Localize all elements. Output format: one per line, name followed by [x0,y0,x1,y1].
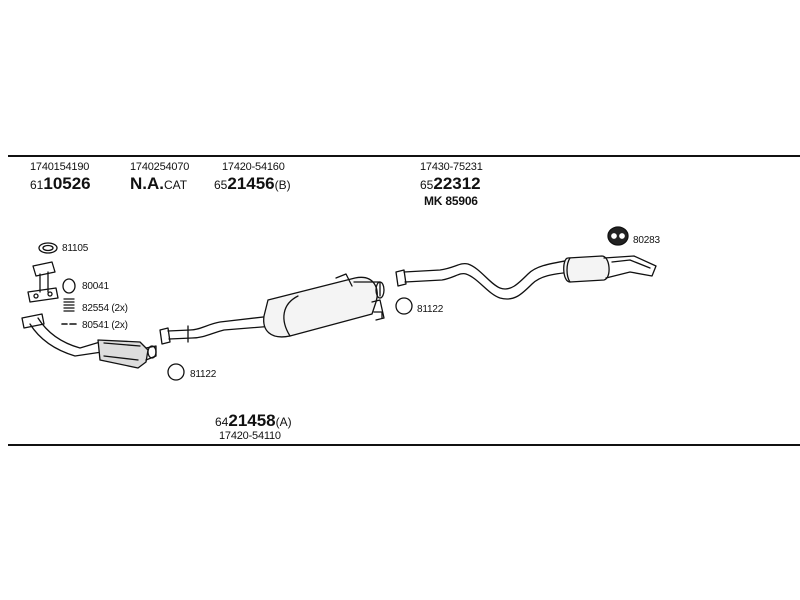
part-code-prefix: 61 [30,178,44,192]
part-code-suffix: (A) [275,415,292,429]
part-code-main: N.A. [130,174,164,193]
part-extra-rear-muffler: MK 85906 [424,194,478,208]
part-number-middle-muffler: 17420-54160 [222,161,285,173]
part-code-main: 10526 [43,174,91,193]
part-code-main: 21458 [228,411,276,430]
part-code-front-muffler: 6421458(A) [215,411,292,432]
part-code-prefix: 65 [214,178,228,192]
gasket-81122-right-icon [395,297,413,315]
middle-muffler-icon [159,273,385,345]
gasket-81105-icon [38,242,58,254]
part-code-suffix: CAT [164,178,188,192]
part-code-prefix: 65 [420,178,434,192]
front-pipe-catalyst-icon [21,313,157,369]
part-number-catalyst: 1740254070 [130,161,190,173]
part-code-suffix: (B) [274,178,291,192]
spring-82554-icon [63,298,75,312]
front-flange-icon [27,261,59,303]
part-code-main: 21456 [227,174,275,193]
part-number-front-pipe: 1740154190 [30,161,90,173]
part-code-middle-muffler: 6521456(B) [214,174,291,195]
top-divider-line [8,155,800,157]
bottom-divider-line [8,444,800,446]
part-code-main: 22312 [433,174,481,193]
part-number-front-muffler: 17420-54110 [219,430,281,442]
part-code-prefix: 64 [215,415,229,429]
rear-muffler-icon [395,255,657,300]
label-bolt-80541: 80541 (2x) [82,320,128,331]
part-code-rear-muffler: 6522312 [420,174,481,195]
label-ring-80041: 80041 [82,281,109,292]
part-code-catalyst: N.A.CAT [130,174,187,195]
hanger-80283-icon [607,226,629,246]
label-gasket-81122-right: 81122 [417,304,444,315]
ring-80041-icon [62,278,76,294]
label-hanger-80283: 80283 [633,235,660,246]
gasket-81122-lower-icon [167,363,185,381]
label-gasket-81105: 81105 [62,243,89,254]
part-number-rear-muffler: 17430-75231 [420,161,483,173]
part-code-front-pipe: 6110526 [30,174,91,195]
label-gasket-81122-lower: 81122 [190,369,217,380]
label-spring-82554: 82554 (2x) [82,303,128,314]
